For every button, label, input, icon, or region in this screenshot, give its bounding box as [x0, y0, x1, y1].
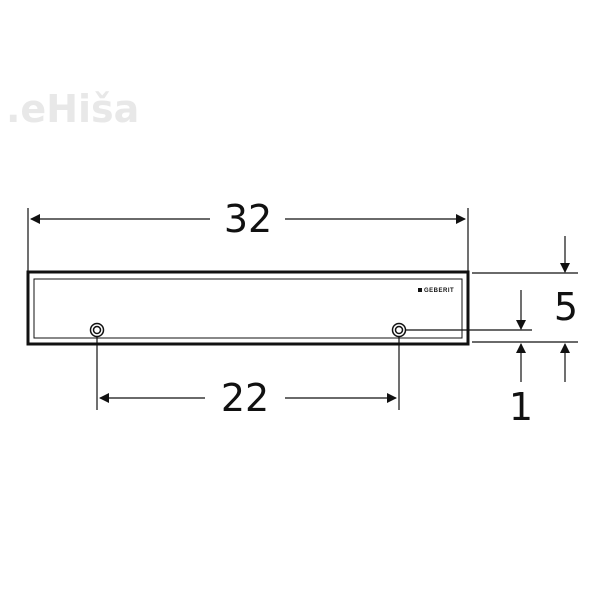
logo-square-icon: [418, 288, 422, 292]
panel-inner: [33, 278, 463, 339]
logo-text: GEBERIT: [424, 288, 454, 294]
dimension-label-offset: 1: [509, 385, 533, 429]
screw-hole-left: [89, 322, 105, 338]
geberit-logo: GEBERIT: [418, 288, 454, 294]
dimension-height: 5: [554, 236, 578, 382]
dimension-hole-spacing: 22: [96, 336, 400, 420]
screw-hole-right: [391, 322, 407, 338]
watermark: .eHiša: [6, 87, 139, 131]
dimension-total-width: 32: [27, 197, 469, 272]
dimension-label-hole-spacing: 22: [221, 376, 269, 420]
dimension-label-total-width: 32: [224, 197, 272, 241]
dimension-offset: 1: [509, 290, 533, 429]
dimension-label-height: 5: [554, 285, 578, 329]
